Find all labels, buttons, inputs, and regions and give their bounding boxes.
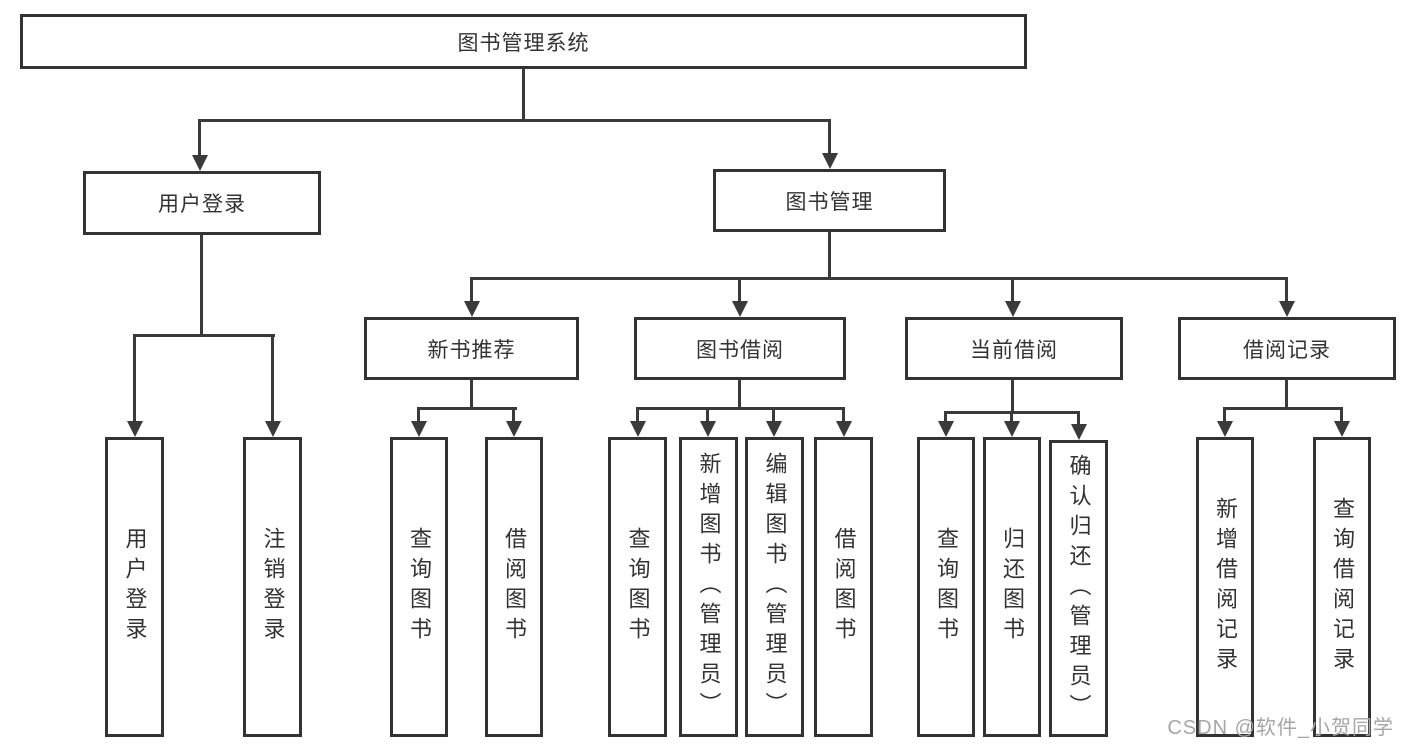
leaf-return-books: 归还图书 xyxy=(983,437,1041,737)
leaf-query-borrow-record: 查询借阅记录 xyxy=(1313,437,1371,737)
leaf-user-login: 用户登录 xyxy=(105,437,164,737)
node-label: 查询借阅记录 xyxy=(1330,497,1355,677)
arrow-down-icon xyxy=(1223,407,1226,421)
node-label: 归还图书 xyxy=(1000,527,1025,647)
connector-line xyxy=(1223,407,1343,410)
leaf-query-books: 查询图书 xyxy=(390,437,448,737)
node-book-borrowing: 图书借阅 xyxy=(634,317,846,380)
node-label: 查询图书 xyxy=(407,527,432,647)
arrow-down-icon xyxy=(1010,411,1013,421)
node-label: 当前借阅 xyxy=(970,338,1058,362)
leaf-logout: 注销登录 xyxy=(243,437,302,737)
connector-line xyxy=(470,277,1288,280)
node-book-management: 图书管理 xyxy=(713,169,946,232)
node-label: 查询图书 xyxy=(934,527,959,647)
node-label: 借阅记录 xyxy=(1243,338,1331,362)
leaf-confirm-return-admin: 确认归还（管理员） xyxy=(1049,440,1108,737)
arrow-down-icon xyxy=(271,336,274,421)
connector-line xyxy=(200,235,203,337)
leaf-borrow-books: 借阅图书 xyxy=(814,437,873,737)
node-label: 借阅图书 xyxy=(831,527,857,647)
connector-line xyxy=(738,379,741,410)
node-library-management-system: 图书管理系统 xyxy=(20,14,1027,69)
node-label: 编辑图书（管理员） xyxy=(762,452,788,722)
node-label: 新增图书（管理员） xyxy=(696,452,722,722)
connector-line xyxy=(198,119,831,122)
node-label: 确认归还（管理员） xyxy=(1066,453,1092,724)
connector-line xyxy=(470,379,473,410)
arrow-down-icon xyxy=(198,119,201,155)
node-current-borrowing: 当前借阅 xyxy=(905,317,1123,380)
arrow-down-icon xyxy=(133,336,136,421)
arrow-down-icon xyxy=(738,277,741,301)
node-label: 新书推荐 xyxy=(427,338,516,362)
node-label: 注销登录 xyxy=(260,527,286,647)
node-new-book-recommendation: 新书推荐 xyxy=(364,317,579,380)
node-label: 新增借阅记录 xyxy=(1213,497,1238,677)
node-label: 用户登录 xyxy=(122,527,148,647)
node-borrowing-records: 借阅记录 xyxy=(1178,317,1396,380)
connector-line xyxy=(522,68,525,121)
arrow-down-icon xyxy=(772,407,775,421)
node-label: 图书管理系统 xyxy=(457,31,590,55)
leaf-add-books-admin: 新增图书（管理员） xyxy=(679,437,738,737)
node-label: 查询图书 xyxy=(625,527,651,647)
node-label: 用户登录 xyxy=(158,193,246,216)
node-user-login: 用户登录 xyxy=(83,171,321,235)
arrow-down-icon xyxy=(1340,407,1343,421)
node-label: 图书借阅 xyxy=(696,338,784,362)
connector-line xyxy=(636,407,845,410)
node-label: 图书管理 xyxy=(785,190,874,214)
arrow-down-icon xyxy=(1077,411,1080,424)
arrow-down-icon xyxy=(1285,277,1288,301)
arrow-down-icon xyxy=(417,407,420,421)
arrow-down-icon xyxy=(636,407,639,421)
connector-line xyxy=(828,231,831,280)
arrow-down-icon xyxy=(828,119,831,153)
arrow-down-icon xyxy=(706,407,709,421)
connector-line xyxy=(1285,379,1288,410)
arrow-down-icon xyxy=(1011,277,1014,301)
connector-line xyxy=(417,407,517,410)
arrow-down-icon xyxy=(470,277,473,301)
connector-line xyxy=(1011,379,1014,414)
leaf-edit-books-admin: 编辑图书（管理员） xyxy=(745,437,804,737)
arrow-down-icon xyxy=(512,407,515,421)
leaf-add-borrow-record: 新增借阅记录 xyxy=(1196,437,1254,737)
leaf-query-books: 查询图书 xyxy=(917,437,975,737)
arrow-down-icon xyxy=(842,407,845,421)
arrow-down-icon xyxy=(944,411,947,421)
connector-line xyxy=(133,334,275,337)
node-label: 借阅图书 xyxy=(502,527,527,647)
csdn-watermark: CSDN @软件_小贺同学 xyxy=(1167,717,1394,739)
leaf-query-books: 查询图书 xyxy=(608,437,667,737)
leaf-borrow-books: 借阅图书 xyxy=(485,437,543,737)
